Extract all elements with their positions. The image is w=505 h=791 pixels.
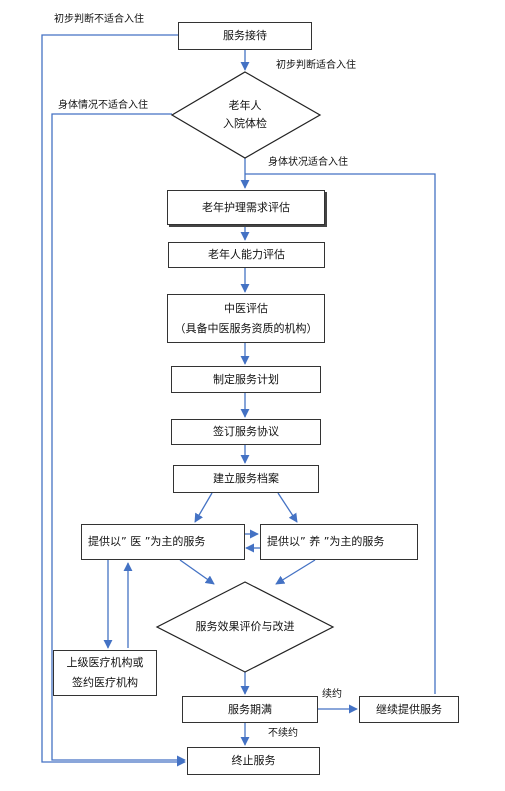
ability-node: 老年人能力评估 <box>168 242 325 268</box>
checkup-diamond <box>170 71 322 159</box>
checkup-label: 老年人 入院体检 <box>182 97 308 133</box>
medical-service-node: 提供以” 医 ”为主的服务 <box>81 524 245 560</box>
label-no-renew: 不续约 <box>268 728 298 739</box>
expiry-label: 服务期满 <box>228 702 272 716</box>
plan-label: 制定服务计划 <box>213 372 279 386</box>
edge-medical-evaluation <box>179 559 215 585</box>
terminate-node: 终止服务 <box>187 747 320 775</box>
continue-service-node: 继续提供服务 <box>359 696 459 723</box>
records-node: 建立服务档案 <box>173 465 319 493</box>
reception-node: 服务接待 <box>178 22 312 50</box>
edge-not-suitable-initial <box>41 34 186 767</box>
label-suitable-health: 身体状况适合入住 <box>268 157 348 168</box>
nursing-service-node: 提供以” 养 ”为主的服务 <box>260 524 418 560</box>
evaluation-label: 服务效果评价与改进 <box>195 620 295 633</box>
edge-records-medical <box>194 492 213 523</box>
checkup-line-1: 老年人 <box>228 99 262 112</box>
agreement-label: 签订服务协议 <box>213 425 279 438</box>
label-renew: 续约 <box>322 689 342 700</box>
edge-continue-loop <box>245 173 436 694</box>
label-not-suitable-health: 身体情况不适合入住 <box>58 100 148 111</box>
edge-nursing-evaluation <box>275 559 316 585</box>
plan-node: 制定服务计划 <box>171 366 321 393</box>
care-needs-label: 老年护理需求评估 <box>202 200 290 214</box>
records-label: 建立服务档案 <box>213 472 279 485</box>
tcm-line-1: 中医评估 <box>224 301 268 315</box>
tcm-line-2: （具备中医服务资质的机构） <box>174 321 318 335</box>
tcm-node: 中医评估 （具备中医服务资质的机构） <box>167 294 325 343</box>
continue-service-label: 继续提供服务 <box>376 702 442 716</box>
care-needs-node: 老年护理需求评估 <box>167 190 325 225</box>
ability-label: 老年人能力评估 <box>208 248 285 261</box>
agreement-node: 签订服务协议 <box>171 419 321 445</box>
hospital-line-2: 签约医疗机构 <box>72 676 138 689</box>
reception-label: 服务接待 <box>223 29 267 42</box>
hospital-node: 上级医疗机构或 签约医疗机构 <box>53 650 157 696</box>
checkup-line-2: 入院体检 <box>223 117 267 130</box>
label-not-suitable-initial: 初步判断不适合入住 <box>54 14 144 25</box>
edge-not-suitable-health <box>51 113 186 765</box>
terminate-label: 终止服务 <box>231 754 276 767</box>
medical-service-label: 提供以” 医 ”为主的服务 <box>88 535 206 548</box>
hospital-line-1: 上级医疗机构或 <box>66 656 144 669</box>
label-suitable-initial: 初步判断适合入住 <box>276 60 356 71</box>
nursing-service-label: 提供以” 养 ”为主的服务 <box>267 535 385 548</box>
expiry-node: 服务期满 <box>182 696 318 723</box>
evaluation-diamond <box>155 581 335 673</box>
edge-records-nursing <box>277 492 298 523</box>
